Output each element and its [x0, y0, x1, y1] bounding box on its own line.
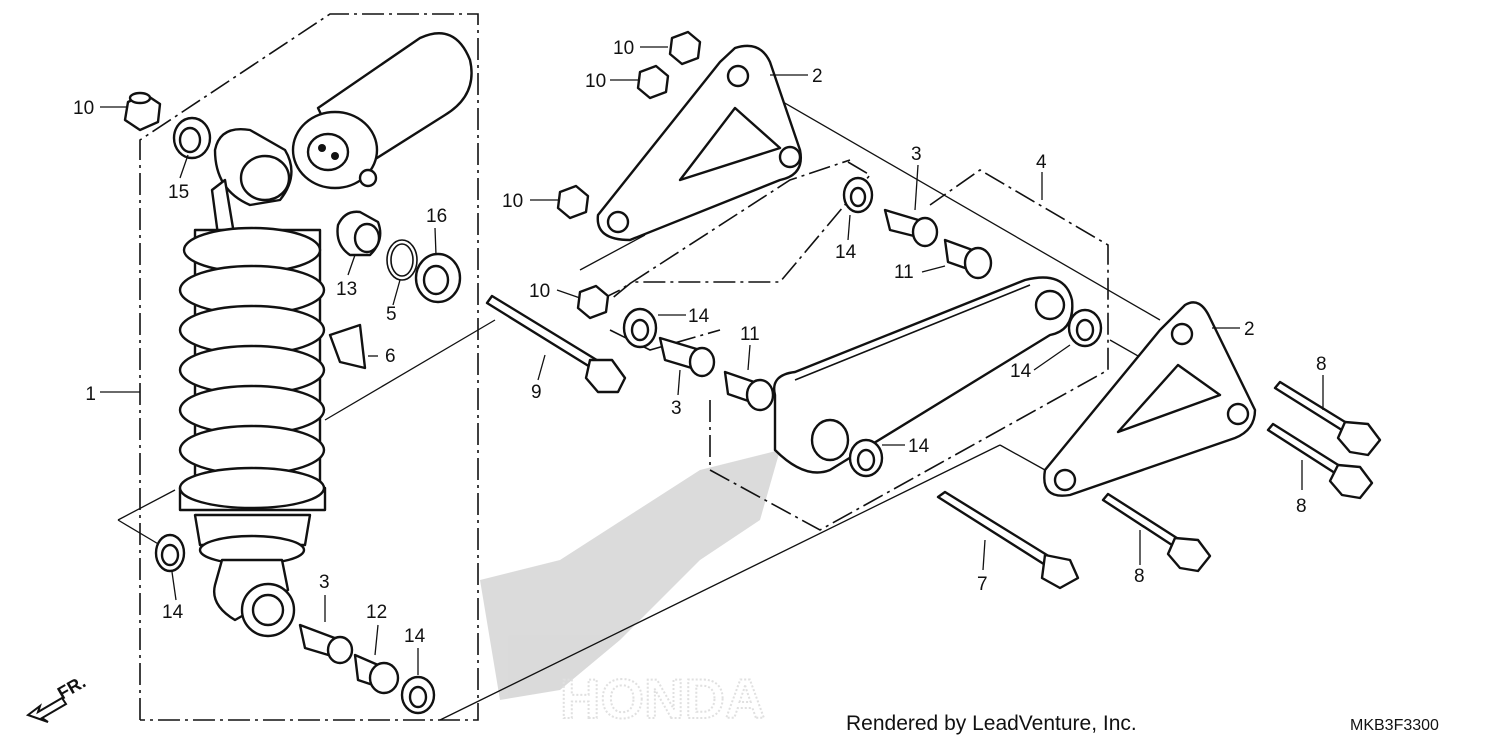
callout-10-shock: 10	[73, 98, 94, 119]
shock-bracket-lower[interactable]	[1043, 301, 1257, 497]
shock-hardware	[123, 91, 462, 715]
callout-4: 4	[1036, 152, 1047, 173]
callout-9: 9	[531, 382, 542, 403]
callout-13: 13	[336, 279, 357, 300]
callout-5: 5	[386, 304, 397, 325]
callout-14-shock-bottom: 14	[404, 626, 426, 647]
callout-8-middle: 8	[1296, 496, 1307, 517]
callout-2-lower: 2	[1244, 319, 1255, 340]
callout-3-shock: 3	[319, 572, 330, 593]
shock-assembly-frame	[139, 13, 479, 721]
credit-text: Rendered by LeadVenture, Inc.	[846, 712, 1137, 735]
callout-3-link-rear: 3	[911, 144, 922, 165]
rear-shock-absorber[interactable]	[178, 32, 473, 638]
link-bushings	[622, 176, 1103, 478]
callout-14-link-rear: 14	[835, 242, 857, 263]
callout-1: 1	[85, 384, 96, 405]
callout-12: 12	[366, 602, 387, 623]
callout-6: 6	[385, 346, 396, 367]
callout-8-bottom: 8	[1134, 566, 1145, 587]
callout-16: 16	[426, 206, 447, 227]
honda-watermark: HONDA	[480, 450, 780, 731]
shock-bracket-upper[interactable]	[596, 44, 802, 242]
callout-11-rear: 11	[894, 262, 914, 283]
diagram-code: MKB3F3300	[1350, 717, 1439, 734]
label-leaders	[100, 46, 1324, 675]
callout-2-upper: 2	[812, 66, 823, 87]
callout-10-fourth: 10	[529, 281, 550, 302]
callout-10-top: 10	[613, 38, 634, 59]
front-direction-arrow-icon: FR.	[25, 672, 89, 723]
callout-14-link-front: 14	[688, 306, 710, 327]
callout-14-link-right: 14	[1010, 361, 1032, 382]
callout-3-link-front: 3	[671, 398, 682, 419]
callout-11-front: 11	[740, 324, 760, 345]
callout-labels: 1 2 2 3 3 3 4 5 6 7 8 8 8 9 10 10 10 10 …	[73, 38, 1327, 647]
callout-14-shock-top: 14	[162, 602, 184, 623]
bolts	[485, 294, 1382, 590]
callout-7: 7	[977, 574, 988, 595]
callout-8-top: 8	[1316, 354, 1327, 375]
shock-link-arm[interactable]	[773, 276, 1074, 474]
callout-10-second: 10	[585, 71, 606, 92]
callout-14-link-bottom: 14	[908, 436, 930, 457]
callout-15: 15	[168, 182, 189, 203]
watermark-text: HONDA	[560, 667, 765, 730]
link-assembly-frame	[599, 159, 1109, 531]
nuts	[556, 30, 702, 320]
callout-10-third: 10	[502, 191, 523, 212]
